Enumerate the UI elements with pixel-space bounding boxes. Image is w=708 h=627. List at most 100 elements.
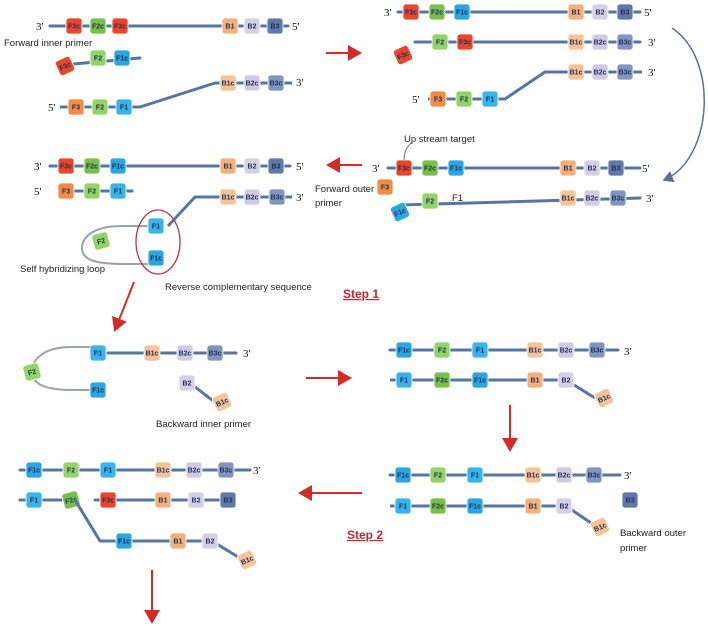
segment-f1: F1 [395, 371, 413, 389]
segment-b3c: B3c [616, 63, 634, 81]
segment-f3: F3 [67, 98, 85, 116]
segment-b1c: B1c [236, 549, 258, 571]
segment-label: B2c [594, 70, 607, 77]
segment-label: F1 [400, 378, 408, 385]
segment-label: B1 [159, 498, 168, 505]
segment-label: B1 [226, 24, 235, 31]
segment-f3c: F3c [395, 159, 413, 177]
segment-f2: F2 [91, 231, 111, 251]
segment-b1c: B1c [154, 461, 172, 479]
segment-f1c: F1c [115, 532, 133, 550]
segment-label: F2c [436, 378, 448, 385]
segment-b1c: B1c [559, 189, 577, 207]
segment-b2c: B2c [591, 63, 609, 81]
segment-b2: B2 [243, 17, 261, 35]
three-prime-end: 3' [253, 465, 261, 477]
segment-b3c: B3c [616, 33, 634, 51]
segment-b3c: B3c [206, 344, 224, 362]
segment-label: B2c [558, 473, 571, 480]
segment-label: B2 [562, 378, 571, 385]
segment-label: F1c [116, 56, 128, 63]
segment-f3c: F3c [65, 17, 83, 35]
segment-label: F3 [434, 97, 442, 104]
five-prime-end: 5' [292, 21, 300, 33]
segment-label: B2c [246, 195, 259, 202]
segment-f1c: F1c [394, 466, 412, 484]
segment-f1c: F1c [89, 381, 107, 399]
self-hybridizing-loop [80, 225, 155, 265]
self-hybridizing-loop [30, 346, 96, 391]
reverse-complement-highlight [135, 209, 181, 275]
segment-label: B3 [621, 10, 630, 17]
segment-label: F1 [471, 473, 479, 480]
segment-label: F2c [424, 166, 436, 173]
segment-f1c: F1c [447, 159, 465, 177]
segment-f2: F2 [22, 362, 42, 382]
five-prime-end: 5' [48, 102, 56, 114]
three-prime-end: 3' [624, 346, 632, 358]
segment-f2c: F2c [429, 497, 447, 515]
segment-label: F1 [114, 189, 122, 196]
segment-label: F3c [114, 24, 126, 31]
segment-b3c: B3c [585, 466, 603, 484]
segment-b2: B2 [243, 157, 261, 175]
dna-strand [73, 499, 244, 562]
segment-label: B2c [560, 348, 573, 355]
forward-outer-primer-label-1: Forward outer [315, 184, 374, 195]
segment-label: F1c [469, 504, 481, 511]
segment-label: F1c [118, 539, 130, 546]
segment-b1c: B1c [524, 466, 542, 484]
segment-label: F3c [405, 10, 417, 17]
segment-label: B1 [564, 166, 573, 173]
up-stream-pointer [403, 141, 413, 161]
three-prime-end: 3' [648, 67, 656, 79]
segment-b2c: B2c [591, 33, 609, 51]
segment-f1: F1 [25, 491, 43, 509]
segment-label: B1c [222, 195, 235, 202]
three-prime-end: 3' [372, 163, 380, 175]
segment-label: F1c [474, 378, 486, 385]
segment-label: B3c [271, 195, 284, 202]
segment-label: F2 [426, 199, 434, 206]
segment-label: F2 [438, 348, 446, 355]
segment-label: F2 [434, 473, 442, 480]
segment-label: B3c [612, 196, 625, 203]
segment-f3c: F3c [111, 17, 129, 35]
segment-b3c: B3c [609, 189, 627, 207]
segment-label: B2 [192, 498, 201, 505]
segment-b2c: B2c [557, 341, 575, 359]
segment-f3c: F3c [99, 491, 117, 509]
segment-label: B2 [206, 539, 215, 546]
segment-b1c: B1c [526, 341, 544, 359]
segment-label: F1c [397, 473, 409, 480]
segment-b3: B3 [607, 159, 625, 177]
segment-f1c: F1c [389, 201, 411, 223]
segment-f3: F3 [57, 182, 75, 200]
segment-f3: F3 [376, 178, 394, 196]
segment-f1: F1 [109, 182, 127, 200]
segment-b3c: B3c [267, 74, 285, 92]
segment-b1: B1 [169, 532, 187, 550]
segment-label: B2c [179, 351, 192, 358]
segment-f1: F1 [394, 497, 412, 515]
segment-label: F3c [68, 24, 80, 31]
backward-inner-primer-label: Backward inner primer [156, 419, 251, 430]
segment-f1: F1 [481, 90, 499, 108]
three-prime-end: 3' [296, 192, 304, 204]
segment-f1c: F1c [466, 497, 484, 515]
segment-label: F2 [27, 369, 37, 378]
segment-label: B3 [612, 166, 621, 173]
segment-label: F1c [450, 166, 462, 173]
segment-b2c: B2c [583, 189, 601, 207]
segment-label: B2c [246, 81, 259, 88]
segment-label: B1c [593, 522, 608, 534]
segment-label: F2 [96, 238, 106, 247]
five-prime-end: 5' [34, 186, 42, 198]
segment-label: B1c [157, 468, 170, 475]
segment-b3: B3 [267, 157, 285, 175]
segment-label: B2 [248, 24, 257, 31]
segment-f1c: F1c [147, 249, 165, 267]
segment-label: B3 [224, 498, 233, 505]
segment-label: F2c [65, 496, 79, 506]
segment-b2c: B2c [243, 188, 261, 206]
